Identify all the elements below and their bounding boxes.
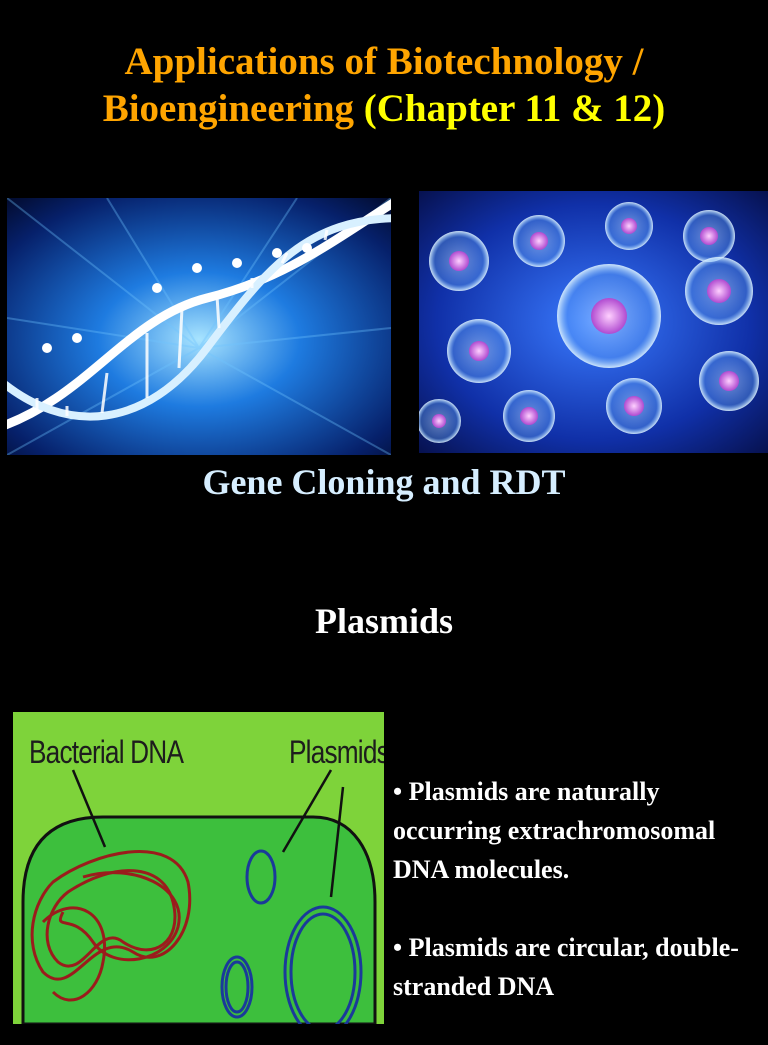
plasmids-label: Plasmids	[289, 734, 384, 770]
slide-subtitle: Gene Cloning and RDT	[202, 462, 566, 502]
title-line-2: Bioengineering (Chapter 11 & 12)	[0, 85, 768, 132]
title-line-1: Applications of Biotechnology /	[124, 40, 644, 83]
stem-cells-image	[419, 191, 768, 453]
bullet-item: • Plasmids are circular, double-stranded…	[393, 933, 739, 1001]
bacterial-dna-label: Bacterial DNA	[29, 734, 184, 770]
slide-title: Applications of Biotechnology / Bioengin…	[0, 38, 768, 132]
section-title: Plasmids	[314, 601, 454, 641]
bullet-list: • Plasmids are naturally occurring extra…	[393, 772, 768, 1045]
bacteria-plasmid-diagram: Bacterial DNA Plasmids	[13, 712, 384, 1024]
title-chapter-ref: (Chapter 11 & 12)	[363, 87, 666, 130]
dna-helix-image	[7, 198, 391, 455]
title-line-2-main: Bioengineering	[102, 87, 364, 130]
bullet-item: • Plasmids are naturally occurring extra…	[393, 777, 716, 884]
